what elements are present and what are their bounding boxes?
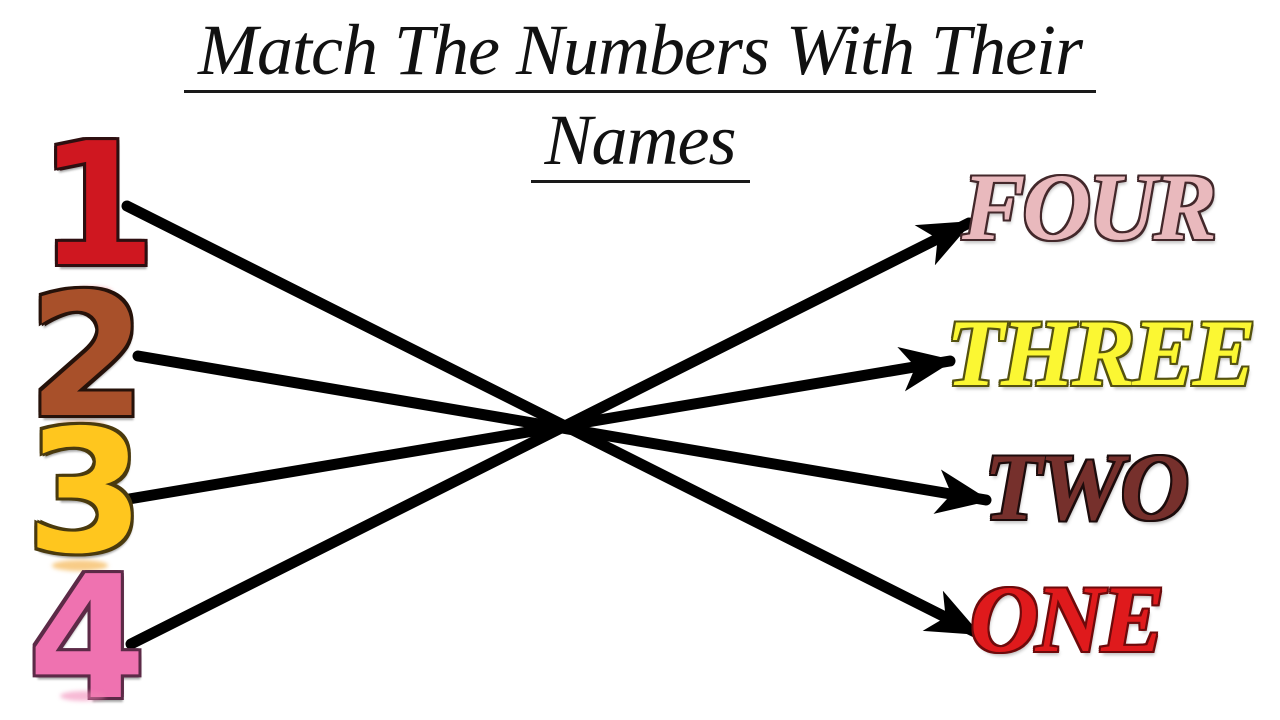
number-shadow-3 [52,560,108,571]
number-item-1[interactable]: 1 [38,107,156,305]
number-item-2[interactable]: 2 [28,258,146,456]
match-arrow-4-to-four [125,217,975,650]
worksheet-title: Match The Numbers With Their [0,12,1280,94]
name-item-four[interactable]: FOUR [962,154,1217,260]
number-shadow-2 [54,421,106,432]
name-item-one[interactable]: ONE [970,566,1165,672]
worksheet-title-line2: Names [530,102,750,184]
worksheet-title-line1: Match The Numbers With Their [184,12,1096,94]
number-shadow-4 [60,691,106,701]
name-item-three[interactable]: THREE [946,300,1256,406]
number-shadow-1 [72,287,112,297]
number-glyph-3: 3 [26,394,144,592]
match-arrow-3-to-three [123,347,956,505]
match-arrow-2-to-two [132,350,992,514]
arrow-lines [121,200,992,650]
name-item-two[interactable]: TWO [984,434,1189,540]
match-arrow-1-to-one [121,200,983,639]
worksheet-title-second-line: Names [0,102,1280,184]
number-glyph-1: 1 [38,107,156,305]
number-item-3[interactable]: 3 [26,394,144,592]
number-glyph-2: 2 [28,258,146,456]
